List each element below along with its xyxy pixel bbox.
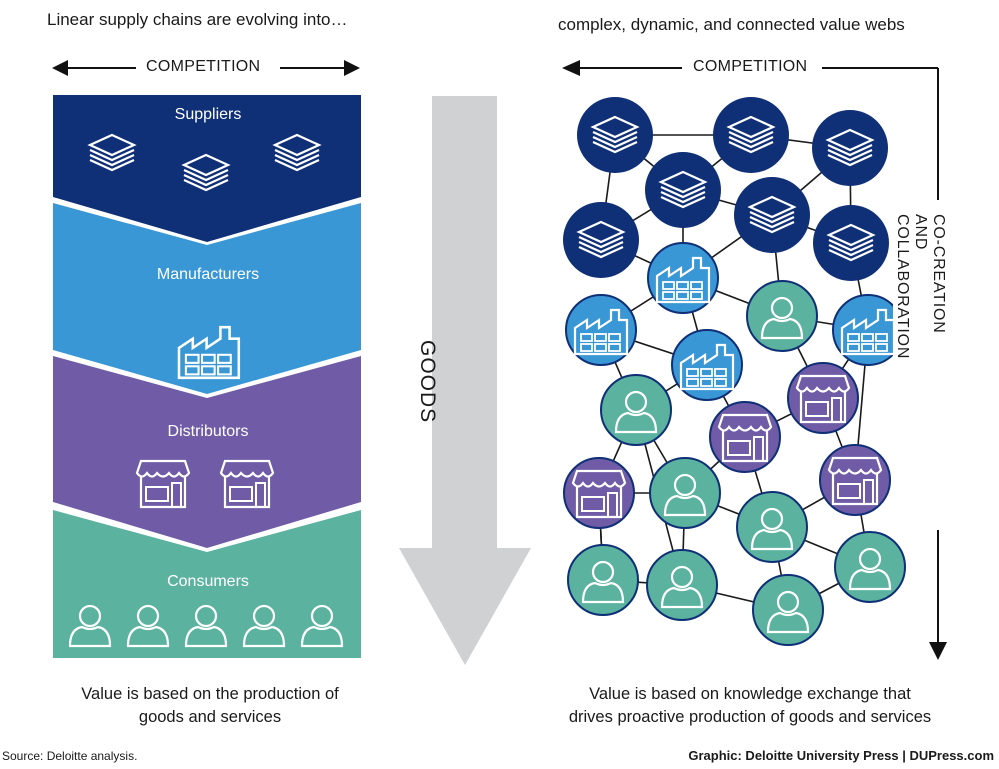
node-supplier [812, 110, 888, 186]
tier-distributors-shape [53, 356, 361, 548]
node-supplier [577, 97, 653, 173]
tier-label-consumers: Consumers [167, 573, 249, 590]
node-manufacturer [671, 329, 743, 401]
right-caption: Value is based on knowledge exchange tha… [520, 683, 980, 729]
node-manufacturer [565, 294, 637, 366]
tier-label-distributors: Distributors [167, 423, 249, 440]
node-consumer [736, 491, 808, 563]
left-caption-line2: goods and services [138, 708, 282, 726]
tier-label-manufacturers: Manufacturers [156, 266, 260, 283]
node-supplier [734, 177, 810, 253]
node-consumer [752, 574, 824, 646]
node-supplier [645, 152, 721, 228]
right-caption-line2: drives proactive production of goods and… [568, 708, 932, 726]
node-manufacturer [647, 242, 719, 314]
right-competition-arrow [562, 60, 947, 660]
left-caption-line1: Value is based on the production of [81, 685, 339, 703]
goods-label: GOODS [416, 340, 439, 424]
network-nodes [563, 97, 906, 646]
node-distributor [709, 401, 781, 473]
node-supplier [713, 97, 789, 173]
graphic-credit: Graphic: Deloitte University Press | DUP… [688, 748, 994, 763]
node-supplier [813, 205, 889, 281]
tier-consumers-shape [53, 510, 361, 658]
left-competition-arrow [52, 60, 360, 76]
tier-manufacturers-shape [53, 203, 361, 394]
left-heading: Linear supply chains are evolving into… [47, 10, 348, 29]
co-creation-label: CO-CREATION AND COLLABORATION [893, 208, 947, 366]
node-consumer [646, 549, 718, 621]
node-consumer [746, 280, 818, 352]
tier-label-suppliers: Suppliers [174, 106, 242, 123]
left-competition-label: COMPETITION [138, 58, 269, 76]
node-supplier [563, 202, 639, 278]
node-consumer [567, 544, 639, 616]
right-caption-line1: Value is based on knowledge exchange tha… [589, 685, 911, 703]
node-distributor [787, 362, 859, 434]
node-consumer [834, 531, 906, 603]
left-caption: Value is based on the production of good… [30, 683, 390, 729]
right-heading: complex, dynamic, and connected value we… [558, 15, 905, 34]
tier-suppliers-shape [53, 95, 361, 242]
node-consumer [649, 457, 721, 529]
source-note: Source: Deloitte analysis. [2, 749, 138, 763]
node-consumer [600, 374, 672, 446]
goods-arrow [399, 96, 531, 665]
right-competition-label: COMPETITION [685, 58, 816, 76]
node-distributor [563, 457, 635, 529]
node-distributor [819, 444, 891, 516]
